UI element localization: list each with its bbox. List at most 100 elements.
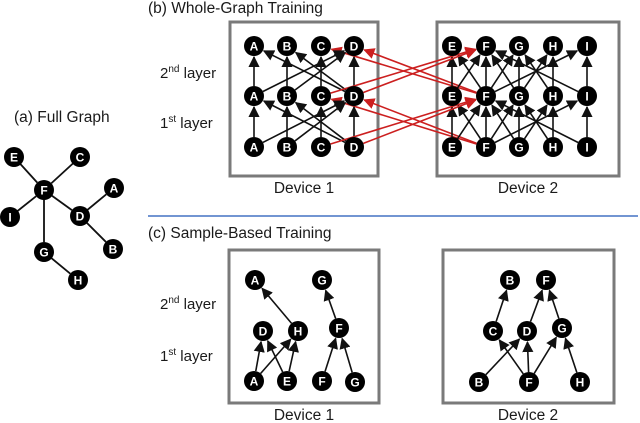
graph-node: B (469, 372, 489, 392)
node-label: B (475, 375, 484, 389)
node-label: D (350, 89, 359, 103)
graph-node: A (244, 371, 264, 391)
node-circle (344, 137, 364, 157)
node-circle (469, 372, 489, 392)
message-edge (490, 104, 514, 140)
node-circle (245, 270, 265, 290)
graph-node: H (543, 137, 563, 157)
graph-node: F (519, 372, 539, 392)
node-circle (509, 137, 529, 157)
sample-edge (495, 289, 509, 322)
node-label: E (448, 39, 456, 53)
node-circle (500, 270, 520, 290)
node-circle (311, 86, 331, 106)
node-label: F (482, 39, 489, 53)
node-circle (517, 321, 537, 341)
node-label: E (448, 140, 456, 154)
graph-node: H (570, 372, 590, 392)
sample-edge (498, 339, 524, 375)
node-label: E (283, 374, 291, 388)
graph-node: G (509, 137, 529, 157)
graph-node: B (277, 137, 297, 157)
graph-node: E (4, 147, 24, 167)
graph-node: I (577, 137, 597, 157)
node-circle (509, 36, 529, 56)
node-circle (103, 239, 123, 259)
node-circle (476, 36, 496, 56)
node-label: G (350, 375, 359, 389)
graph-node: G (509, 36, 529, 56)
graph-node: F (329, 318, 349, 338)
graph-node: C (483, 321, 503, 341)
sb-device1-label: Device 1 (274, 407, 334, 423)
node-circle (253, 321, 273, 341)
graph-node: F (476, 86, 496, 106)
graph-node: B (277, 36, 297, 56)
node-circle (519, 372, 539, 392)
graph-node: D (253, 321, 273, 341)
sb-device2-box (441, 248, 616, 405)
sample-edge (339, 337, 353, 373)
node-label: G (557, 321, 566, 335)
node-label: H (549, 39, 558, 53)
graph-node: A (244, 86, 264, 106)
sample-edge (533, 336, 557, 374)
graph-node: D (517, 321, 537, 341)
node-circle (442, 36, 462, 56)
cross-device-edge (330, 46, 477, 94)
graph-node: C (311, 86, 331, 106)
full-graph-title: (a) Full Graph (14, 109, 110, 126)
message-edge (456, 104, 481, 140)
node-label: C (489, 324, 498, 338)
node-label: I (585, 140, 588, 154)
graph-node: H (288, 321, 308, 341)
graph-node: E (442, 137, 462, 157)
node-circle (244, 86, 264, 106)
graph-node: B (500, 270, 520, 290)
graph-node: F (536, 270, 556, 290)
node-label: C (76, 150, 85, 164)
node-circle (543, 86, 563, 106)
graph-node: C (70, 147, 90, 167)
sample-edge (323, 289, 337, 319)
node-label: F (525, 375, 532, 389)
node-label: F (335, 321, 342, 335)
graph-node: I (577, 86, 597, 106)
sb-second-layer-label: 2nd layer (160, 295, 216, 313)
node-circle (34, 180, 54, 200)
node-circle (70, 147, 90, 167)
node-label: H (576, 375, 585, 389)
node-circle (277, 36, 297, 56)
node-circle (577, 137, 597, 157)
message-edge (494, 100, 579, 144)
sample-edge (485, 338, 521, 376)
node-circle (476, 137, 496, 157)
node-label: I (585, 39, 588, 53)
node-label: F (482, 89, 489, 103)
message-edge (490, 54, 514, 89)
node-label: D (350, 140, 359, 154)
node-circle (311, 36, 331, 56)
sample-edge (261, 287, 293, 324)
node-circle (442, 137, 462, 157)
graph-node: G (509, 86, 529, 106)
graph-node: A (245, 270, 265, 290)
node-label: C (317, 39, 326, 53)
node-circle (311, 137, 331, 157)
graph-node: D (344, 36, 364, 56)
graph-node: I (577, 36, 597, 56)
graph-node: D (344, 137, 364, 157)
wg-device1-box (228, 20, 380, 178)
graph-node: E (277, 371, 297, 391)
sample-edge (324, 337, 338, 372)
node-circle (244, 137, 264, 157)
sample-edge (563, 337, 578, 373)
node-circle (34, 242, 54, 262)
graph-node: H (68, 270, 88, 290)
graph-node: D (344, 86, 364, 106)
node-circle (577, 36, 597, 56)
graph-node: B (103, 239, 123, 259)
graph-node: C (311, 137, 331, 157)
sample-edge (288, 340, 299, 372)
